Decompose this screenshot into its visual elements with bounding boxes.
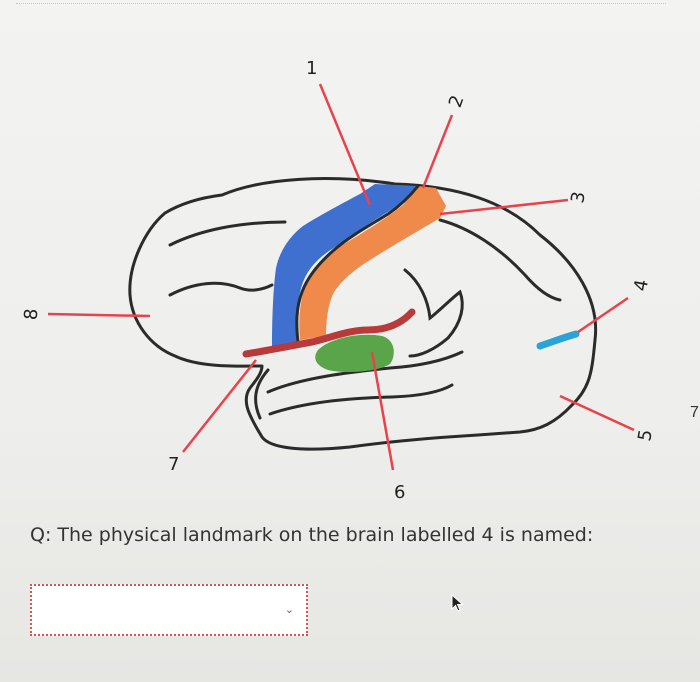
pointer-line-1 (318, 83, 372, 206)
edge-mark: 7 (690, 404, 699, 421)
region-red-fissure (242, 308, 416, 358)
label-2: 2 (445, 93, 469, 111)
sulcus-temporal-upper (266, 350, 464, 394)
brain-diagram: 1 2 3 4 5 6 7 8 (21, 58, 657, 503)
question-text: Q: The physical landmark on the brain la… (30, 524, 594, 546)
pointer-line-5 (559, 394, 635, 432)
pointer-line-3 (439, 198, 569, 216)
label-3: 3 (567, 190, 590, 205)
label-7: 7 (168, 454, 179, 475)
central-sulcus (295, 184, 420, 344)
brain-outline (128, 177, 598, 451)
label-8: 8 (21, 308, 43, 321)
chevron-down-icon: ⌄ (284, 603, 294, 616)
sulcus-temporal-lower (268, 383, 454, 416)
sulcus-mid-left (168, 281, 274, 297)
mouse-cursor-icon (451, 594, 464, 612)
pointer-line-2 (421, 114, 454, 189)
pointer-line-4 (577, 296, 629, 334)
pointer-line-8 (47, 312, 151, 318)
label-5: 5 (634, 428, 657, 443)
sulcus-top-right (438, 218, 562, 302)
label-6: 6 (394, 482, 405, 503)
sulcus-upper-left (168, 220, 287, 247)
label-4: 4 (630, 278, 653, 293)
region-blue (272, 184, 418, 348)
top-divider (16, 3, 666, 4)
sulcus-parietal (403, 268, 464, 358)
region-orange (299, 186, 446, 340)
answer-dropdown[interactable]: ⌄ (30, 584, 308, 636)
region-cyan (536, 330, 580, 350)
temporal-lobe-lower (254, 368, 270, 420)
label-1: 1 (306, 58, 317, 79)
pointer-line-6 (370, 351, 395, 471)
pointer-line-7 (182, 359, 257, 453)
